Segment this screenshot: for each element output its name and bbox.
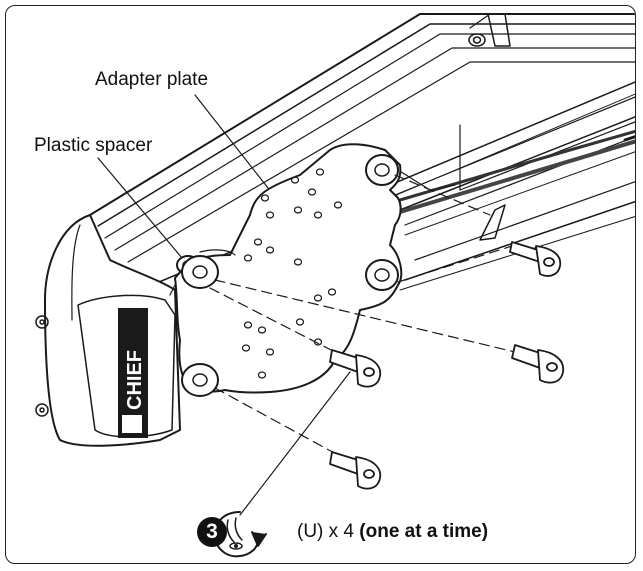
bolt-center [329, 349, 382, 388]
adapter-plate [174, 143, 403, 397]
rail-extrusion [89, 13, 635, 301]
alignment-lines [209, 174, 516, 456]
diagram-frame [5, 5, 636, 564]
step-text: (U) x 4 (one at a time) [297, 521, 488, 543]
step-note: (one at a time) [359, 521, 489, 542]
chief-logo-text: CHIEF [124, 350, 146, 410]
end-cap [35, 214, 186, 447]
bolt-lower [329, 451, 382, 490]
plastic-spacer-label: Plastic spacer [34, 135, 153, 156]
bolt-middle-right [511, 344, 565, 384]
step-instruction: 3 (U) x 4 (one at a time) [197, 512, 488, 552]
step-quantity: (U) x 4 [297, 521, 360, 542]
step-number: 3 [197, 517, 227, 547]
leader-lines [97, 94, 351, 516]
bolt-upper-right [509, 241, 562, 277]
adapter-plate-label: Adapter plate [95, 69, 209, 90]
